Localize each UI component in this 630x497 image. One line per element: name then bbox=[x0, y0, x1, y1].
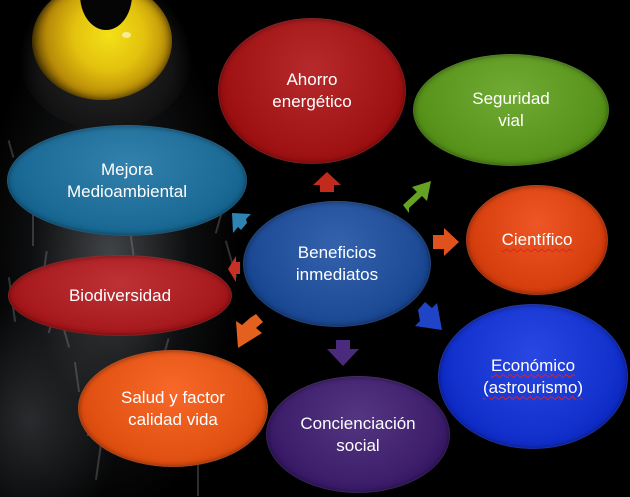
node-cientifico: Científico bbox=[466, 185, 608, 295]
arrow-to-mejora bbox=[232, 213, 251, 233]
arrow-to-seguridad bbox=[403, 181, 431, 213]
arrow-to-economico bbox=[415, 302, 442, 330]
node-cientifico-label: Científico bbox=[501, 230, 573, 249]
node-concienciacion-label: Concienciación social bbox=[300, 413, 416, 455]
node-concienciacion-social: Concienciación social bbox=[266, 376, 450, 493]
owl-eye-glint bbox=[122, 32, 131, 38]
node-center-label: Beneficios inmediatos bbox=[295, 243, 379, 284]
owl-feather-streak bbox=[197, 449, 199, 496]
node-salud-label: Salud y factor calidad vida bbox=[121, 387, 225, 429]
node-seguridad-label: Seguridad vial bbox=[472, 89, 550, 130]
node-mejora-label: Mejora Medioambiental bbox=[66, 159, 187, 201]
node-seguridad-vial: Seguridad vial bbox=[413, 54, 609, 166]
node-ahorro-label: Ahorro energético bbox=[272, 70, 352, 111]
node-biodiversidad-label: Biodiversidad bbox=[68, 285, 172, 305]
node-center-beneficios: Beneficios inmediatos bbox=[243, 201, 431, 327]
arrow-to-biodiversidad bbox=[228, 256, 240, 282]
owl-feather-streak bbox=[32, 214, 34, 246]
node-economico: Económico (astrourismo) bbox=[438, 304, 628, 449]
arrow-to-concienciacion bbox=[327, 340, 359, 366]
arrow-to-cientifico bbox=[433, 228, 459, 256]
node-mejora-medioambiental: Mejora Medioambiental bbox=[7, 125, 247, 236]
arrow-to-salud bbox=[236, 314, 263, 348]
node-economico-label: Económico (astrourismo) bbox=[482, 355, 584, 397]
node-biodiversidad: Biodiversidad bbox=[8, 255, 232, 336]
arrow-to-ahorro bbox=[313, 172, 341, 192]
node-salud-calidad-vida: Salud y factor calidad vida bbox=[78, 350, 268, 467]
node-ahorro-energetico: Ahorro energético bbox=[218, 18, 406, 164]
